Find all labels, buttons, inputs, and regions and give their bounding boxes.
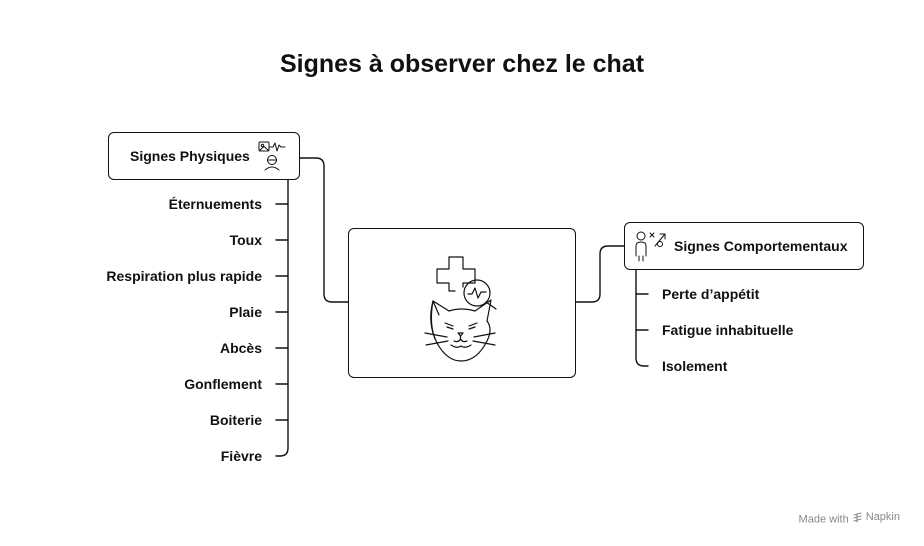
physical-sign-item: Toux <box>229 232 262 248</box>
behavioral-signs-box: Signes Comportementaux <box>624 222 864 270</box>
right-connector <box>575 245 625 303</box>
physical-sign-item: Abcès <box>219 340 262 356</box>
physical-sign-item: Boiterie <box>209 412 262 428</box>
vital-signs-icon <box>258 141 286 171</box>
behavioral-sign-item: Perte d’appétit <box>662 286 760 302</box>
physical-sign-item: Gonflement <box>184 376 262 392</box>
footer-credit: Made with Napkin <box>799 511 900 526</box>
napkin-brand-text: Napkin <box>865 511 900 523</box>
behavior-icon <box>635 231 666 262</box>
left-connector <box>299 157 349 303</box>
center-illustration-box <box>348 228 576 378</box>
physical-sign-item: Fièvre <box>220 448 262 464</box>
physical-signs-label: Signes Physiques <box>130 148 250 164</box>
behavioral-sign-item: Isolement <box>662 358 728 374</box>
behavioral-signs-label: Signes Comportementaux <box>674 238 848 254</box>
cat-health-icon <box>424 256 497 362</box>
napkin-brand: Napkin <box>852 511 900 523</box>
physical-sign-item: Éternuements <box>168 196 262 212</box>
made-with-text: Made with <box>798 513 849 526</box>
diagram-title: Signes à observer chez le chat <box>279 50 645 78</box>
left-spine <box>275 179 289 457</box>
physical-sign-item: Respiration plus rapide <box>106 268 262 284</box>
physical-signs-box: Signes Physiques <box>108 132 300 180</box>
behavioral-sign-item: Fatigue inhabituelle <box>662 322 794 338</box>
napkin-logo-icon <box>853 511 862 523</box>
physical-sign-item: Plaie <box>229 304 262 320</box>
right-spine <box>635 269 649 367</box>
